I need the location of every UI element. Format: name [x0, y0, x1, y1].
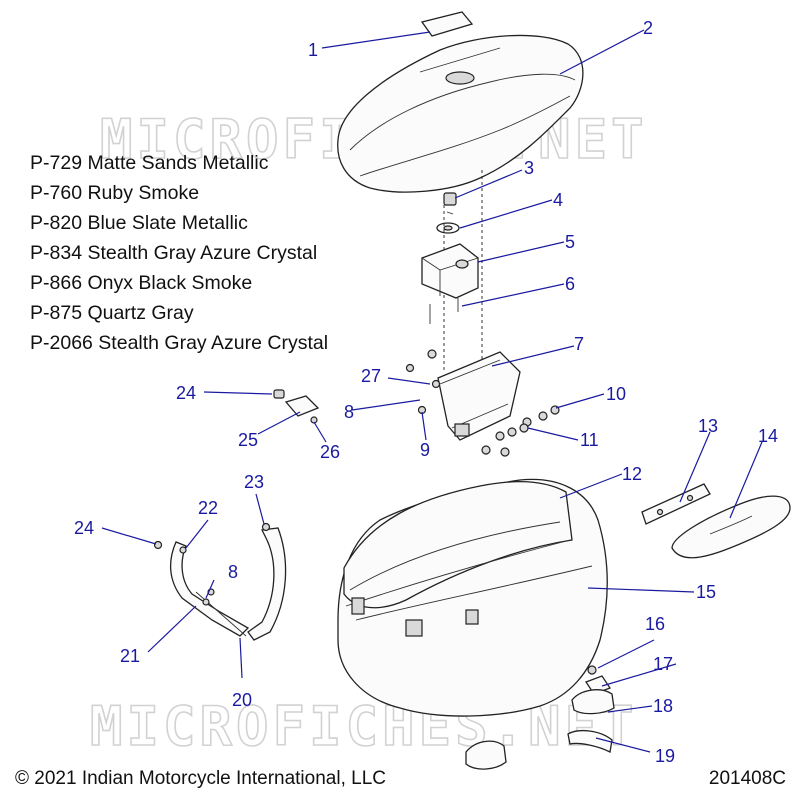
- copyright-notice: © 2021 Indian Motorcycle International, …: [15, 768, 386, 789]
- part-upper-bracket: [273, 389, 320, 424]
- watermark-bottom: MICROFICHES.NET: [90, 695, 638, 758]
- callout-8-upper: 8: [344, 402, 354, 422]
- part-latch-block: [421, 243, 479, 299]
- paint-code-item: P-866 Onyx Black Smoke: [30, 272, 253, 294]
- document-number: 201408C: [708, 768, 786, 789]
- callout-22: 22: [198, 498, 218, 518]
- callout-6: 6: [565, 274, 575, 294]
- callout-2: 2: [643, 18, 653, 38]
- callout-24-upper: 24: [176, 383, 196, 403]
- part-emblem-trim-14: [671, 495, 791, 559]
- callout-13: 13: [698, 416, 718, 436]
- paint-code-item: P-875 Quartz Gray: [30, 302, 194, 324]
- callout-17: 17: [653, 654, 673, 674]
- callout-27: 27: [361, 366, 381, 386]
- callout-5: 5: [565, 232, 575, 252]
- part-screw-washer: [436, 192, 460, 234]
- callout-23: 23: [244, 472, 264, 492]
- paint-code-item: P-834 Stealth Gray Azure Crystal: [30, 242, 318, 264]
- part-lower-brackets: [465, 665, 615, 770]
- part-saddlebag-body: [337, 478, 608, 717]
- callout-3: 3: [524, 158, 534, 178]
- paint-code-item: P-729 Matte Sands Metallic: [30, 152, 269, 174]
- paint-code-item: P-760 Ruby Smoke: [30, 182, 200, 204]
- callout-24-lower: 24: [74, 518, 94, 538]
- callout-14: 14: [758, 426, 778, 446]
- part-trim-strip-13: [641, 483, 711, 525]
- callout-4: 4: [553, 190, 563, 210]
- paint-code-item: P-2066 Stealth Gray Azure Crystal: [30, 332, 329, 354]
- callout-20: 20: [232, 690, 252, 710]
- part-mounting-rails: [153, 522, 287, 641]
- callout-26: 26: [320, 442, 340, 462]
- callout-9: 9: [420, 440, 430, 460]
- paint-code-item: P-820 Blue Slate Metallic: [30, 212, 248, 234]
- part-lid: [337, 34, 584, 193]
- callout-21: 21: [120, 646, 140, 666]
- callout-19: 19: [655, 746, 675, 766]
- callout-7: 7: [574, 334, 584, 354]
- callout-8-lower: 8: [228, 562, 238, 582]
- callout-16: 16: [645, 614, 665, 634]
- callout-11: 11: [580, 430, 599, 450]
- part-lid-badge: [420, 11, 474, 37]
- callout-10: 10: [606, 384, 626, 404]
- part-hinge-bracket: [437, 351, 521, 441]
- callout-18: 18: [653, 696, 673, 716]
- paint-code-list: P-729 Matte Sands Metallic P-760 Ruby Sm…: [30, 148, 328, 358]
- callout-12: 12: [622, 464, 642, 484]
- callout-15: 15: [696, 582, 716, 602]
- callout-25: 25: [238, 430, 258, 450]
- callout-1: 1: [308, 40, 318, 60]
